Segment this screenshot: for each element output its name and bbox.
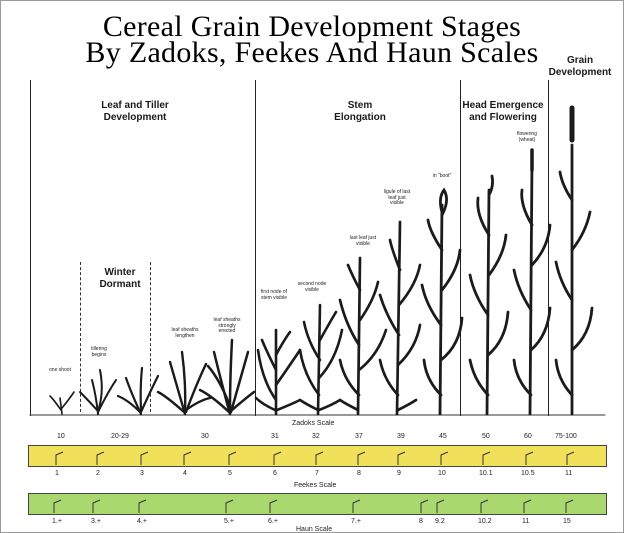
stage-grain-line2: Development [548, 67, 612, 78]
stage-leaf-line2: Development [103, 112, 167, 123]
haun-5: 5.+ [224, 518, 234, 525]
winter-divider-left [80, 262, 81, 412]
stage-stem-elongation: Stem Elongation [320, 100, 400, 124]
plant-3 [116, 366, 160, 416]
haun-10-2: 10.2 [478, 518, 492, 525]
feekes-7: 7 [315, 470, 319, 477]
haun-11: 11 [522, 518, 530, 525]
plant-1 [49, 391, 75, 415]
haun-7: 7.+ [351, 518, 361, 525]
plant-2 [79, 369, 117, 415]
feekes-3: 3 [140, 470, 144, 477]
note-leaf-sheaths-erect: leaf sheaths strongly erected [213, 317, 241, 334]
note-leaf-sheaths: leaf sheaths lengthen [171, 327, 199, 339]
note-last-leaf: last leaf just visible [349, 235, 377, 247]
note-ligule: ligule of last leaf just visible [383, 189, 411, 206]
feekes-11: 11 [565, 470, 573, 477]
separator-start [30, 80, 31, 416]
haun-1: 1.+ [52, 518, 62, 525]
plant-8 [338, 256, 388, 416]
title-line-1: Cereal Grain Development Stages [102, 10, 522, 43]
note-second-node: second node visible [297, 281, 327, 293]
note-tillering: tillering begins [91, 346, 107, 358]
plant-13 [554, 105, 594, 416]
zadoks-30: 30 [201, 433, 209, 440]
plant-7 [298, 303, 344, 416]
stage-winter-line2: Dormant [99, 279, 141, 290]
haun-8: 8 [419, 518, 423, 525]
stage-grain-development: Grain Development [540, 55, 620, 79]
zadoks-60: 60 [524, 433, 532, 440]
feekes-bar [28, 445, 607, 467]
stage-grain-line1: Grain [566, 55, 594, 66]
feekes-5: 5 [228, 470, 232, 477]
plant-6 [254, 328, 302, 416]
stage-winter-line1: Winter [104, 267, 136, 278]
winter-divider-right [150, 262, 151, 412]
haun-3: 3.+ [91, 518, 101, 525]
separator-stem [255, 80, 256, 416]
separator-grain [548, 80, 549, 416]
feekes-4: 4 [183, 470, 187, 477]
feekes-6: 6 [273, 470, 277, 477]
haun-scale-label: Haun Scale [296, 526, 333, 533]
note-first-node: first node of stem visible [260, 289, 288, 301]
feekes-2: 2 [96, 470, 100, 477]
plant-12 [512, 148, 552, 416]
haun-bar [28, 493, 607, 515]
zadoks-20-29: 20-29 [111, 433, 129, 440]
zadoks-50: 50 [482, 433, 490, 440]
feekes-10-5: 10.5 [521, 470, 535, 477]
zadoks-37: 37 [355, 433, 363, 440]
feekes-10-1: 10.1 [479, 470, 493, 477]
zadoks-32: 32 [312, 433, 320, 440]
zadoks-45: 45 [439, 433, 447, 440]
haun-15: 15 [563, 518, 571, 525]
plant-10 [420, 187, 464, 416]
stage-head-line1: Head Emergence [462, 100, 544, 111]
plant-5 [198, 338, 256, 416]
note-in-boot: in "boot" [432, 173, 452, 179]
haun-4: 4.+ [137, 518, 147, 525]
note-flowering: flowering (wheat) [516, 131, 537, 143]
haun-6: 6.+ [268, 518, 278, 525]
stage-stem-line2: Elongation [334, 112, 386, 123]
separator-head [460, 80, 461, 416]
zadoks-scale-label: Zadoks Scale [292, 420, 335, 427]
feekes-10: 10 [438, 470, 446, 477]
zadoks-39: 39 [397, 433, 405, 440]
stage-stem-line1: Stem [347, 100, 373, 111]
feekes-9: 9 [397, 470, 401, 477]
feekes-1: 1 [55, 470, 59, 477]
feekes-8: 8 [357, 470, 361, 477]
stage-head-emergence: Head Emergence and Flowering [458, 100, 548, 124]
plant-4 [156, 350, 212, 416]
zadoks-10: 10 [57, 433, 65, 440]
stage-head-line2: and Flowering [469, 112, 537, 123]
stage-leaf-tiller: Leaf and Tiller Development [90, 100, 180, 124]
stage-winter-dormant: Winter Dormant [85, 267, 155, 291]
zadoks-75-100: 75-100 [555, 433, 577, 440]
plant-11 [468, 174, 510, 416]
zadoks-31: 31 [271, 433, 279, 440]
haun-9-2: 9.2 [435, 518, 445, 525]
note-one-shoot: one shoot [49, 367, 71, 373]
title-line-2: By Zadoks, Feekes And Haun Scales [85, 36, 539, 69]
plant-9 [378, 220, 422, 416]
feekes-scale-label: Feekes Scale [294, 482, 337, 489]
stage-leaf-line1: Leaf and Tiller [101, 100, 169, 111]
